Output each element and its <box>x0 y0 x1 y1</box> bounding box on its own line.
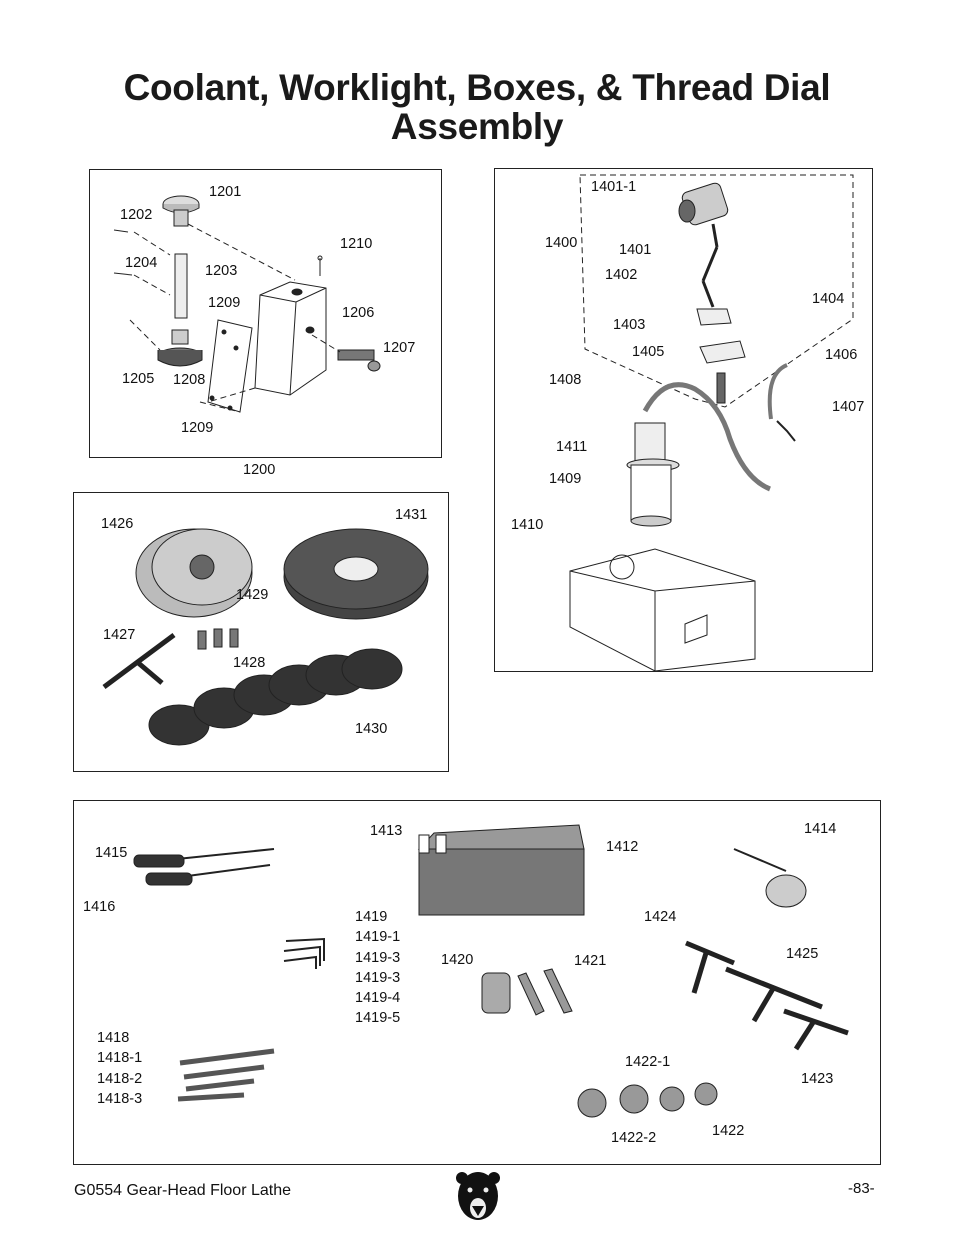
callout-1405: 1405 <box>632 344 665 360</box>
callout-1411: 1411 <box>556 439 588 455</box>
callout-1414: 1414 <box>804 821 837 837</box>
callout-1409: 1409 <box>549 471 582 487</box>
figure-1200: 1201 1202 1204 1203 1210 1209 1206 1207 … <box>89 169 442 458</box>
callout-1419-3a: 1419-3 <box>355 949 401 966</box>
callout-1209-top: 1209 <box>208 295 241 311</box>
callout-1401-1: 1401-1 <box>591 179 637 195</box>
callout-1418-2: 1418-2 <box>97 1070 143 1087</box>
callout-1400: 1400 <box>545 235 578 251</box>
callout-1425: 1425 <box>786 946 819 962</box>
callout-1419-4: 1419-4 <box>355 990 401 1007</box>
footer-model-text: G0554 Gear-Head Floor Lathe <box>74 1182 292 1199</box>
callout-1413: 1413 <box>370 823 403 839</box>
callout-1422: 1422 <box>712 1123 745 1139</box>
callout-1422-1: 1422-1 <box>625 1054 671 1070</box>
callout-1202: 1202 <box>120 207 153 223</box>
callout-1427: 1427 <box>103 627 136 643</box>
callout-1431: 1431 <box>395 507 428 523</box>
callout-1420: 1420 <box>441 952 474 968</box>
callout-1401: 1401 <box>619 242 652 258</box>
callout-1419-5: 1419-5 <box>355 1010 401 1027</box>
callout-1419: 1419 <box>355 909 388 925</box>
callout-1404: 1404 <box>812 291 845 307</box>
callout-1408: 1408 <box>549 372 582 388</box>
diagram-1412 <box>133 824 849 1118</box>
callout-1402: 1402 <box>605 267 638 283</box>
callout-1207: 1207 <box>383 340 416 356</box>
diagram-1200 <box>113 195 381 413</box>
bear-head-logo-icon <box>456 1172 500 1220</box>
callout-1206: 1206 <box>342 305 375 321</box>
callout-1419-3b: 1419-3 <box>355 969 401 986</box>
callout-1423: 1423 <box>801 1071 834 1087</box>
callout-1403: 1403 <box>613 317 646 333</box>
callout-1201: 1201 <box>209 184 242 200</box>
callout-1205: 1205 <box>122 371 155 387</box>
callout-stack-1418: 1418 1418-1 1418-2 1418-3 <box>97 1028 142 1109</box>
callout-1418: 1418 <box>97 1030 130 1046</box>
callout-1429: 1429 <box>236 587 269 603</box>
figure-1426: 1426 1431 1429 1427 1428 1430 <box>73 492 449 772</box>
callout-stack-1419: 1419 1419-1 1419-3 1419-3 1419-4 1419-5 <box>355 907 400 1029</box>
callout-1422-2: 1422-2 <box>611 1130 657 1146</box>
diagram-1400 <box>569 174 854 671</box>
callout-1416: 1416 <box>83 899 116 915</box>
callout-1430: 1430 <box>355 721 388 737</box>
diagram-1426 <box>102 528 429 746</box>
callout-1208: 1208 <box>173 372 206 388</box>
callout-1204: 1204 <box>125 255 158 271</box>
figure-1412: 1413 1412 1414 1415 1416 1419 1419-1 141… <box>73 800 881 1165</box>
callout-1426: 1426 <box>101 516 134 532</box>
page-title: Coolant, Worklight, Boxes, & Thread Dial… <box>0 68 954 146</box>
callout-1407: 1407 <box>832 399 865 415</box>
callout-1418-3: 1418-3 <box>97 1090 143 1107</box>
callout-1424: 1424 <box>644 909 677 925</box>
callout-1421: 1421 <box>574 953 607 969</box>
callout-1410: 1410 <box>511 517 544 533</box>
callout-1428: 1428 <box>233 655 266 671</box>
callout-1203: 1203 <box>205 263 238 279</box>
callout-1418-1: 1418-1 <box>97 1050 143 1067</box>
page-title-line-2: Assembly <box>390 106 564 147</box>
figure-1200-caption: 1200 <box>243 462 276 478</box>
callout-1412: 1412 <box>606 839 639 855</box>
callout-1209-bottom: 1209 <box>181 420 214 436</box>
callout-1415: 1415 <box>95 845 128 861</box>
footer-page-number: -83- <box>848 1180 875 1197</box>
page-title-line-1: Coolant, Worklight, Boxes, & Thread Dial <box>123 67 831 108</box>
figure-1400: 1401-1 1400 1401 1402 1404 1403 1405 140… <box>494 168 873 672</box>
callout-1210: 1210 <box>340 236 373 252</box>
callout-1419-1: 1419-1 <box>355 929 401 946</box>
callout-1406: 1406 <box>825 347 858 363</box>
